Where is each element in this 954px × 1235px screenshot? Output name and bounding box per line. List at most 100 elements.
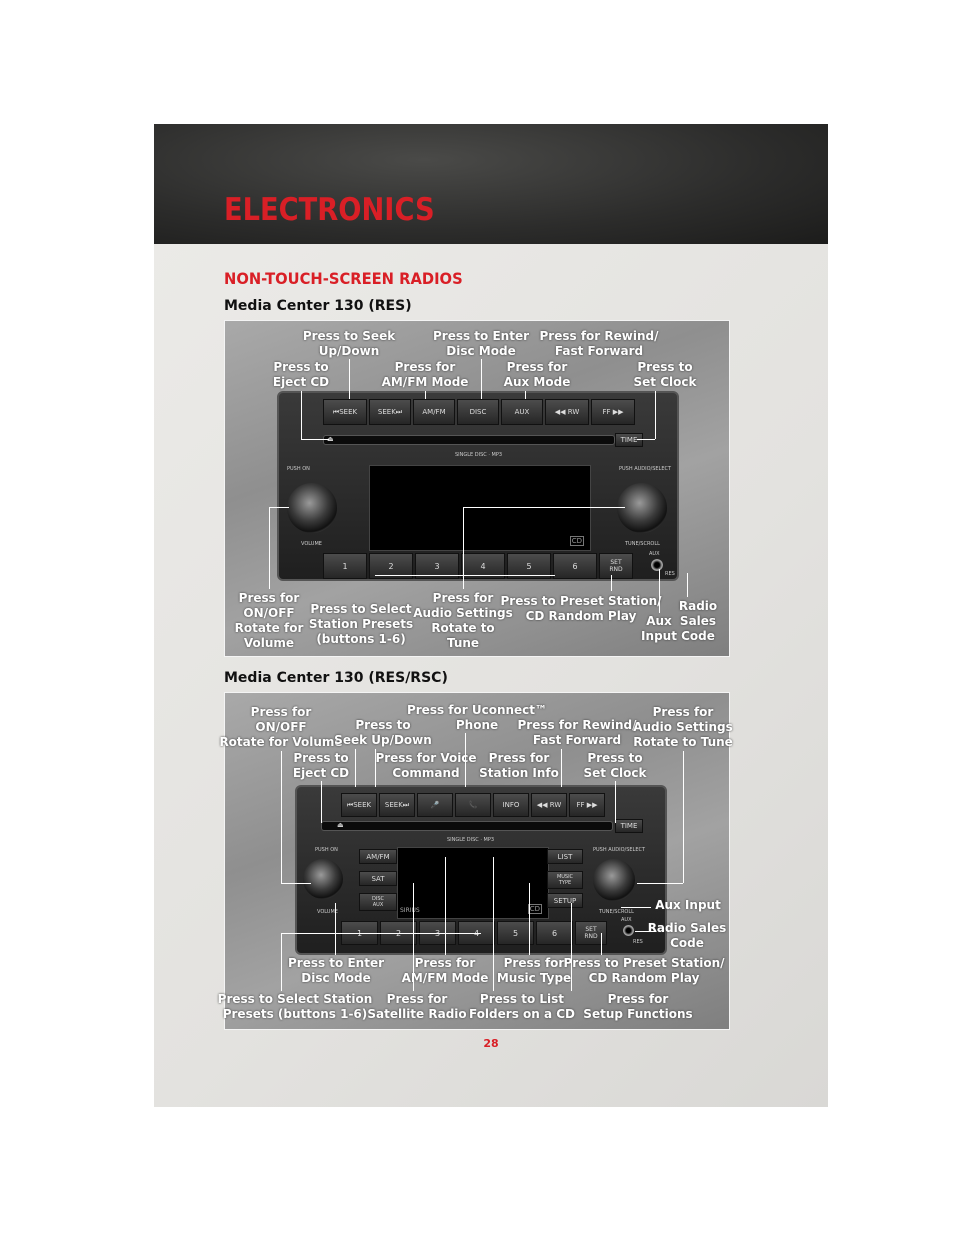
satellite-label: Press for Satellite Radio: [367, 992, 467, 1021]
amfm-button[interactable]: AM/FM: [413, 399, 455, 425]
leader-line: [445, 857, 446, 955]
leader-line: [601, 933, 602, 955]
amfm-label: Press for AM/FM Mode: [381, 360, 469, 389]
radio1-top-buttons: ⏮SEEK SEEK⏭ AM/FM DISC AUX ◀◀ RW FF ▶▶: [323, 399, 635, 425]
disc-mode-label: Press to Enter Disc Mode: [287, 956, 385, 985]
disc-aux-button[interactable]: DISC AUX: [359, 893, 397, 911]
cd-slot[interactable]: [323, 435, 615, 445]
disc-button[interactable]: DISC: [457, 399, 499, 425]
disc-label: Press to Enter Disc Mode: [432, 329, 530, 358]
set-rnd-button[interactable]: SET RND: [599, 553, 633, 579]
section-title: NON-TOUCH-SCREEN RADIOS: [224, 269, 463, 288]
rewind-button[interactable]: ◀◀ RW: [545, 399, 589, 425]
leader-line: [281, 751, 282, 883]
leader-line: [463, 507, 464, 589]
push-on-label: PUSH ON: [315, 847, 338, 853]
fast-forward-button[interactable]: FF ▶▶: [591, 399, 635, 425]
leader-line: [615, 781, 616, 823]
leader-line: [281, 933, 282, 991]
tune-label: TUNE/SCROLL: [599, 909, 634, 915]
seek-label: Press to Seek Up/Down: [302, 329, 396, 358]
preset-4-button[interactable]: 4: [461, 553, 505, 579]
preset-1-button[interactable]: 1: [323, 553, 367, 579]
info-label: Press for Station Info: [479, 751, 559, 780]
sat-button[interactable]: SAT: [359, 871, 397, 886]
rewind-label: Press for Rewind/ Fast Forward: [517, 718, 637, 747]
leader-line: [571, 903, 572, 991]
eject-label: Press to Eject CD: [272, 360, 330, 389]
time-button[interactable]: TIME: [615, 819, 643, 833]
setup-label: Press for Setup Functions: [583, 992, 693, 1021]
fast-forward-button[interactable]: FF ▶▶: [569, 793, 605, 817]
seek-up-button[interactable]: SEEK⏭: [379, 793, 415, 817]
tune-label: TUNE/SCROLL: [625, 541, 660, 547]
onoff-label: Press for ON/OFF Rotate for Volume: [219, 705, 343, 749]
tune-knob[interactable]: [593, 859, 635, 901]
aux-jack-icon[interactable]: [623, 925, 634, 936]
seek-down-button[interactable]: ⏮SEEK: [323, 399, 367, 425]
push-audio-label: PUSH AUDIO/SELECT: [593, 847, 646, 853]
volume-knob[interactable]: [287, 483, 337, 533]
radio1-title: Media Center 130 (RES): [224, 298, 412, 314]
music-type-label: Press for Music Type: [496, 956, 572, 985]
leader-line: [269, 507, 270, 589]
leader-line: [659, 569, 660, 613]
preset-2-button[interactable]: 2: [369, 553, 413, 579]
seek-label: Press to Seek Up/Down: [334, 718, 432, 747]
onoff-label: Press for ON/OFF Rotate for Volume: [234, 591, 304, 650]
push-audio-label: PUSH AUDIO/SELECT: [619, 466, 672, 472]
list-button[interactable]: LIST: [547, 849, 583, 864]
radio2-title: Media Center 130 (RES/RSC): [224, 670, 448, 686]
tune-knob[interactable]: [617, 483, 667, 533]
preset-6-button[interactable]: 6: [536, 921, 573, 945]
leader-line: [525, 391, 526, 399]
page-number: 28: [483, 1037, 499, 1050]
set-rnd-button[interactable]: SET RND: [575, 921, 607, 945]
volume-knob[interactable]: [303, 859, 343, 899]
voice-command-button[interactable]: 🎤: [417, 793, 453, 817]
seek-up-button[interactable]: SEEK⏭: [369, 399, 411, 425]
amfm-button[interactable]: AM/FM: [359, 849, 397, 864]
setup-button[interactable]: SETUP: [547, 893, 583, 908]
res-label: RES: [633, 939, 643, 945]
leader-line: [413, 883, 414, 991]
leader-line: [635, 931, 655, 932]
leader-line: [529, 883, 530, 955]
seek-down-button[interactable]: ⏮SEEK: [341, 793, 377, 817]
leader-line: [321, 781, 322, 823]
uconnect-phone-button[interactable]: 📞: [455, 793, 491, 817]
audio-label: Press for Audio Settings Rotate to Tune: [413, 591, 513, 650]
leader-line: [301, 391, 302, 439]
leader-line: [375, 749, 376, 787]
single-disc-label: SINGLE DISC · MP3: [447, 837, 495, 843]
radio1-display: CD: [369, 465, 591, 551]
music-type-button[interactable]: MUSIC TYPE: [547, 871, 583, 889]
cd-slot[interactable]: [321, 821, 613, 831]
preset-5-button[interactable]: 5: [507, 553, 551, 579]
aux-jack-icon[interactable]: [651, 559, 663, 571]
leader-line: [349, 359, 350, 399]
sales-code-label: Radio Sales Code: [678, 599, 718, 643]
preset-5-button[interactable]: 5: [497, 921, 534, 945]
amfm-label: Press for AM/FM Mode: [401, 956, 489, 985]
leader-line: [683, 751, 684, 883]
leader-line: [463, 507, 625, 508]
leader-line: [493, 857, 494, 991]
aux-button[interactable]: AUX: [501, 399, 543, 425]
eject-icon[interactable]: ⏏: [337, 821, 344, 829]
info-button[interactable]: INFO: [493, 793, 529, 817]
time-button[interactable]: TIME: [615, 433, 643, 447]
preset-3-button[interactable]: 3: [415, 553, 459, 579]
radio2-panel: ⏮SEEK SEEK⏭ 🎤 📞 INFO ◀◀ RW FF ▶▶ ⏏ TIME …: [218, 692, 733, 1030]
presets-label: Press to Select Station Presets (buttons…: [308, 602, 414, 646]
eject-icon[interactable]: ⏏: [327, 435, 334, 443]
preset-6-button[interactable]: 6: [553, 553, 597, 579]
leader-line: [355, 749, 356, 787]
leader-line: [269, 507, 289, 508]
leader-line: [301, 439, 329, 440]
eject-label: Press to Eject CD: [292, 751, 350, 780]
list-label: Press to List Folders on a CD: [468, 992, 576, 1021]
leader-line: [465, 733, 466, 787]
radio1-unit: ⏮SEEK SEEK⏭ AM/FM DISC AUX ◀◀ RW FF ▶▶ ⏏…: [277, 391, 679, 581]
rewind-button[interactable]: ◀◀ RW: [531, 793, 567, 817]
